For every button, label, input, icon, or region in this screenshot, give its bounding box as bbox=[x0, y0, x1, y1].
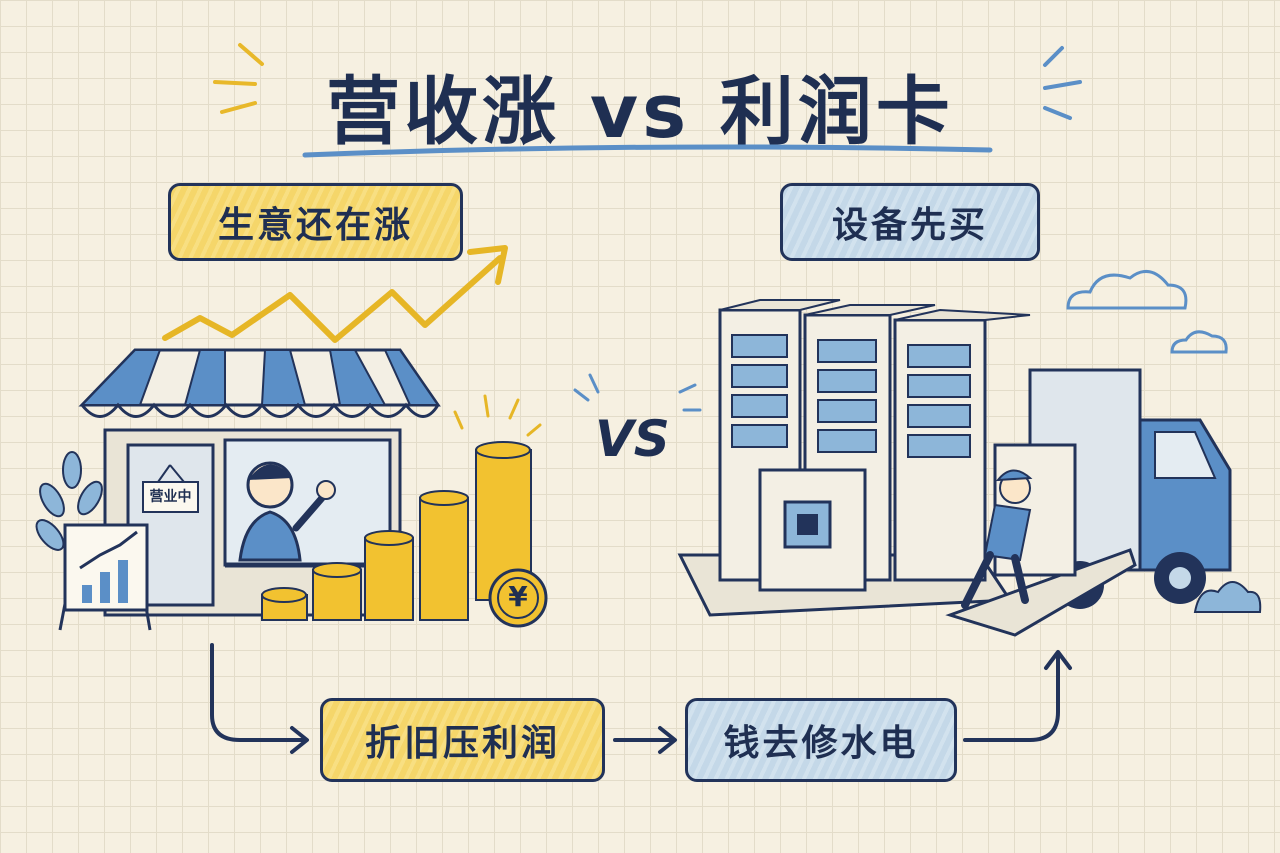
plant-icon bbox=[35, 451, 103, 551]
storefront-icon bbox=[78, 348, 441, 617]
server-rack-icon bbox=[677, 299, 1031, 617]
shop-sign-text: 营业中 bbox=[149, 489, 192, 505]
flow-arrow-2 bbox=[613, 726, 677, 754]
vs-sparkle-icon bbox=[573, 373, 702, 412]
shrub-icon bbox=[1193, 581, 1262, 613]
rising-arrow-icon bbox=[162, 245, 508, 343]
depreciation-label: 折旧压利润 bbox=[320, 698, 605, 782]
flow-arrow-3 bbox=[963, 650, 1072, 742]
coin-sparkle-icon bbox=[453, 394, 542, 437]
title-underline bbox=[302, 144, 993, 158]
cpu-chip-icon bbox=[758, 468, 867, 592]
sparkle-right-icon bbox=[1043, 46, 1082, 120]
utilities-label: 钱去修水电 bbox=[685, 698, 957, 782]
cloud-icon bbox=[1066, 269, 1228, 354]
easel-chart-icon bbox=[58, 523, 152, 631]
delivery-truck-icon bbox=[945, 368, 1232, 637]
flow-arrow-1 bbox=[210, 643, 309, 754]
equipment-first-label: 设备先买 bbox=[780, 183, 1040, 261]
page-title: 营收涨 vs 利润卡 bbox=[326, 69, 954, 155]
vs-label: VS bbox=[595, 410, 670, 468]
business-growing-label: 生意还在涨 bbox=[168, 183, 463, 261]
coin-symbol-text: ¥ bbox=[508, 580, 528, 613]
sparkle-left-icon bbox=[213, 43, 264, 114]
coin-icon bbox=[488, 568, 548, 628]
